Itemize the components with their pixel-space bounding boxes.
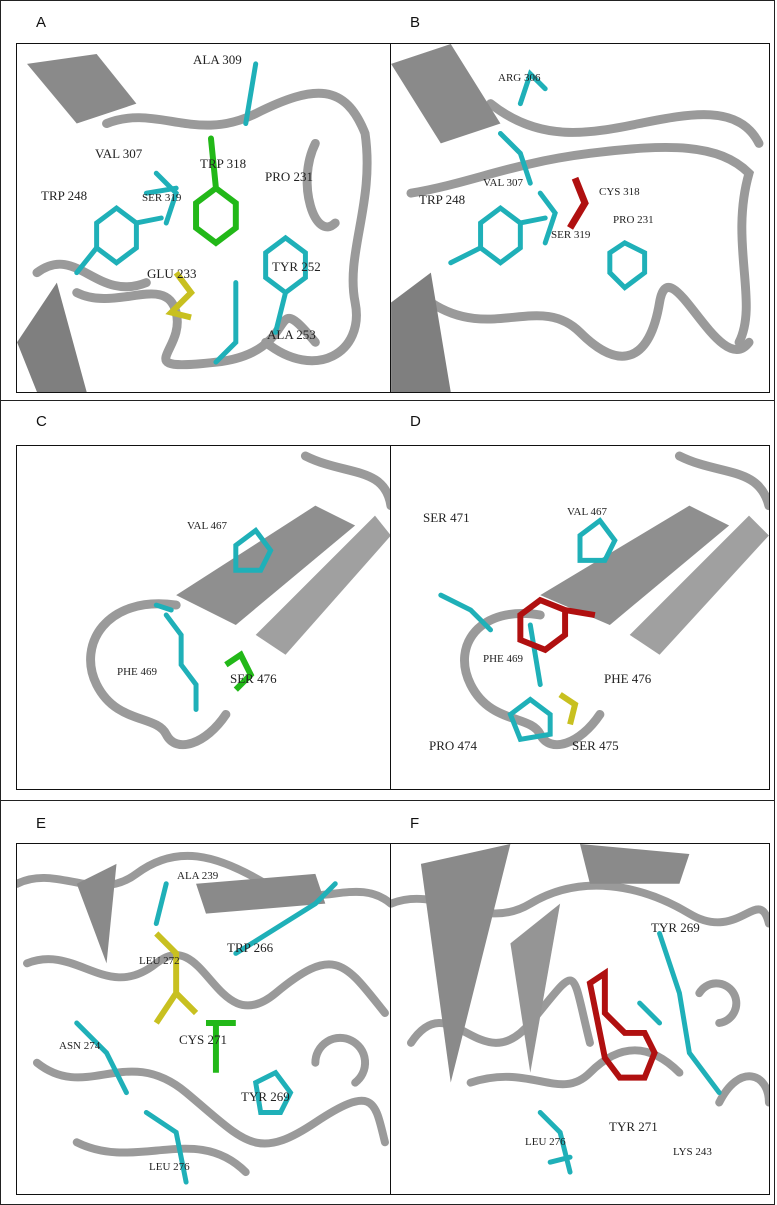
residue-label: SER 475 (572, 738, 619, 753)
residue-label: PHE 476 (604, 671, 652, 686)
residue-label: ALA 309 (193, 52, 242, 67)
residue-label: LYS 243 (673, 1146, 712, 1158)
residue-label: VAL 467 (187, 520, 228, 532)
panel-c-image: VAL 467 PHE 469 SER 476 (16, 445, 392, 790)
residue-label: CYS 318 (599, 186, 640, 198)
residue-label: LEU 276 (149, 1161, 190, 1173)
panel-label-b: B (410, 14, 421, 31)
residue-label: VAL 307 (95, 146, 143, 161)
residue-label: PRO 231 (613, 214, 654, 226)
panel-e-image: ALA 239 TRP 266 LEU 272 ASN 274 CYS 271 … (16, 843, 392, 1195)
panel-b-image: ARG 306 VAL 307 CYS 318 TRP 248 PRO 231 … (390, 43, 770, 393)
panel-a-image: ALA 309 VAL 307 TRP 318 PRO 231 TRP 248 … (16, 43, 392, 393)
residue-label: PRO 474 (429, 738, 478, 753)
residue-label: LEU 272 (139, 955, 180, 967)
residue-label: LEU 276 (525, 1136, 566, 1148)
panel-label-f: F (410, 815, 420, 832)
panel-label-a: A (36, 14, 47, 31)
panel-b-structure (391, 44, 764, 392)
residue-label: SER 476 (230, 671, 277, 686)
panel-f-structure (391, 844, 769, 1175)
residue-label: TYR 252 (272, 259, 321, 274)
panel-label-c: C (36, 413, 47, 430)
residue-label: PHE 469 (117, 666, 158, 678)
panel-c-structure (86, 451, 391, 749)
residue-label: TRP 318 (200, 156, 247, 171)
residue-label: SER 471 (423, 510, 470, 525)
residue-label: TRP 266 (227, 940, 274, 955)
panel-a-structure (17, 53, 372, 392)
residue-label: TYR 269 (241, 1089, 290, 1104)
residue-label: ASN 274 (59, 1040, 101, 1052)
panel-d-structure (438, 451, 769, 749)
panel-f-image: TYR 269 TYR 271 LEU 276 LYS 243 (390, 843, 770, 1195)
panel-label-d: D (410, 413, 421, 430)
residue-label: ALA 239 (177, 870, 219, 882)
panel-e-structure (17, 851, 391, 1185)
residue-label: TRP 248 (41, 188, 88, 203)
residue-label: TYR 269 (651, 920, 700, 935)
residue-label: SER 319 (142, 192, 182, 204)
residue-label: PHE 469 (483, 653, 524, 665)
residue-label: VAL 467 (567, 506, 608, 518)
residue-label: GLU 233 (147, 266, 197, 281)
residue-label: CYS 271 (179, 1032, 228, 1047)
residue-label: PRO 231 (265, 169, 314, 184)
residue-label: TRP 248 (419, 192, 466, 207)
panel-d-image: VAL 467 SER 471 PHE 469 PHE 476 PRO 474 … (390, 445, 770, 790)
residue-label: SER 319 (551, 229, 591, 241)
residue-label: ALA 253 (267, 327, 316, 342)
panel-label-e: E (36, 815, 47, 832)
residue-label: ARG 306 (498, 72, 541, 84)
residue-label: VAL 307 (483, 177, 524, 189)
residue-label: TYR 271 (609, 1119, 658, 1134)
